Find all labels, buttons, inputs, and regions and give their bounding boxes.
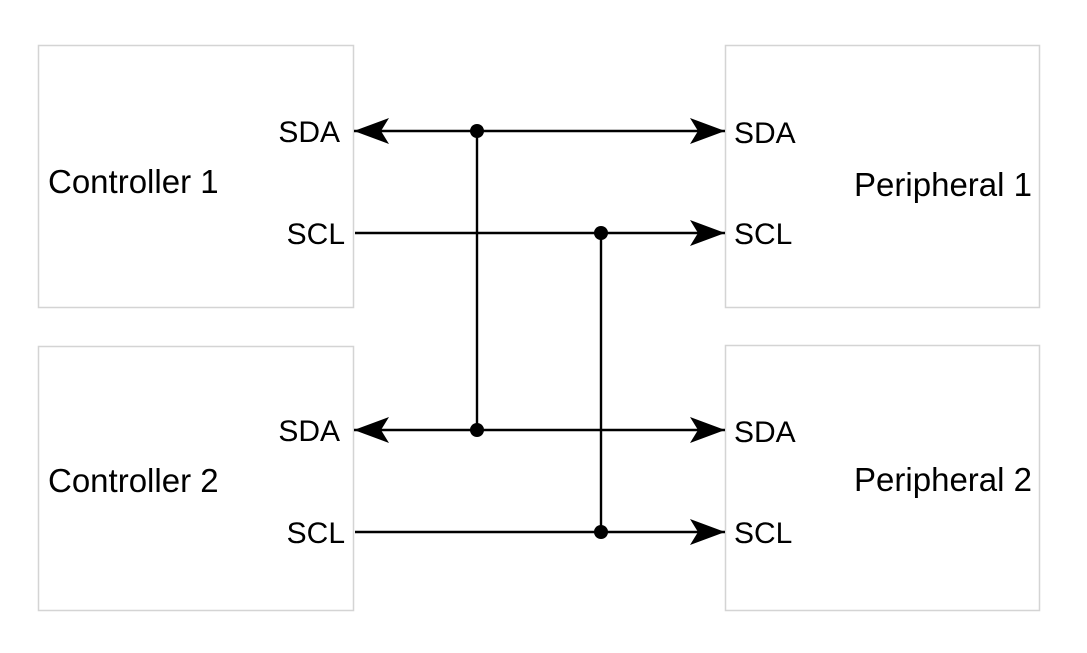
peripheral-2-title: Peripheral 2 (854, 461, 1032, 498)
controller-1-box (37, 44, 355, 309)
sda-top-right-arrowhead-icon (690, 118, 725, 144)
peripheral-1-sda-pin-label: SDA (734, 117, 796, 150)
block-titles: Controller 1 Peripheral 1 Controller 2 P… (48, 163, 1032, 499)
peripheral-2-sda-pin-label: SDA (734, 416, 796, 449)
sda-bottom-junction-dot (470, 423, 484, 437)
sda-top-left-arrowhead-icon (354, 118, 389, 144)
pin-labels: SDA SCL SDA SCL SDA SCL SDA SCL (278, 116, 795, 550)
peripheral-1-scl-pin-label: SCL (734, 218, 792, 251)
controller-2-scl-pin-label: SCL (287, 517, 345, 550)
peripheral-1-title: Peripheral 1 (854, 166, 1032, 203)
scl-bottom-junction-dot (594, 525, 608, 539)
peripheral-2-scl-pin-label: SCL (734, 517, 792, 550)
sda-top-junction-dot (470, 124, 484, 138)
controller-1-sda-pin-label: SDA (278, 116, 340, 149)
scl-bottom-right-arrowhead-icon (690, 519, 725, 545)
sda-bottom-left-arrowhead-icon (354, 417, 389, 443)
controller-2-title: Controller 2 (48, 462, 219, 499)
bus-wires (354, 129, 725, 534)
device-boxes (37, 44, 1041, 612)
controller-1-scl-pin-label: SCL (287, 218, 345, 251)
scl-top-junction-dot (594, 226, 608, 240)
controller-2-box (37, 345, 355, 612)
wire-marks (354, 118, 725, 545)
sda-bottom-right-arrowhead-icon (690, 417, 725, 443)
controller-1-title: Controller 1 (48, 163, 219, 200)
scl-top-right-arrowhead-icon (690, 220, 725, 246)
peripheral-2-box (724, 344, 1041, 612)
controller-2-sda-pin-label: SDA (278, 415, 340, 448)
peripheral-1-box (724, 44, 1041, 309)
